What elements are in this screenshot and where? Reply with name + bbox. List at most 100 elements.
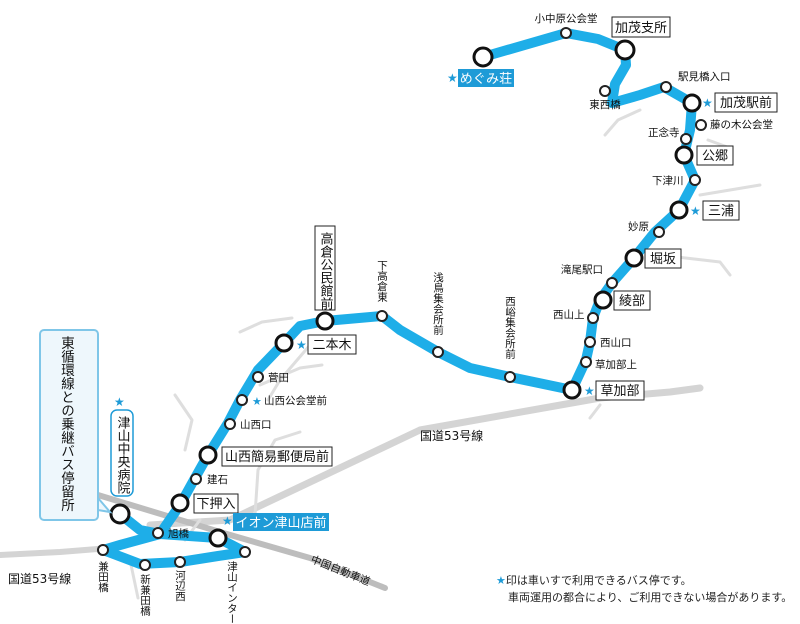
label-myobara: 妙原 [628,220,649,233]
star-sanzai-kokaido: ★ [252,395,262,408]
local-road [698,183,762,197]
label-box-kogo [696,145,734,166]
legend-star-icon: ★ [496,574,506,587]
stop-marker-megumiso [472,46,494,68]
stop-marker-ayabe [593,290,613,310]
expressway-road [72,485,388,591]
label-sanzai-kokaido: 山西公会堂前 [264,394,327,407]
label-fujinoki: 藤の木公会堂 [710,118,773,131]
legend-note-text1: 印は車いすで利用できるバス停です。 [505,574,692,587]
legend-note-text2: 車両運用の都合により、ご利用できない場合があります。 [508,591,793,604]
stop-marker-kusakabe [562,380,582,400]
label-tsuyama-ic: 津山インター [226,561,238,624]
stop-marker-kusakabe-ue [580,356,592,368]
label-shinkanedabashi: 新兼田橋 [139,573,151,617]
stop-marker-sanzai-kokaido [236,394,248,406]
stop-marker-shimooshiri [170,493,190,513]
star-aeon: ★ [222,514,233,528]
boxed-labels: 加茂支所 ★ めぐみ荘 ★ 加茂駅前 公郷 ★ 三浦 堀坂 綾部 ★ 草加部 高… [193,16,778,531]
label-shimotsugawa: 下津川 [652,175,684,187]
legend-note-line1: ★印は車いすで利用できるバス停です。 [496,572,692,588]
label-box-aeon [233,513,329,531]
label-horisaka: 堀坂 [650,252,676,267]
label-asahibashi: 旭橋 [168,527,189,540]
stop-marker-shonenji [680,133,692,145]
label-ayabe: 綾部 [619,293,645,309]
star-megumiso: ★ [447,71,458,85]
star-nihongi: ★ [296,338,307,352]
label-box-miura [702,200,740,221]
stop-labels: 小中原公会堂 駅見橋入口 東西橋 藤の木公会堂 正念寺 下津川 妙原 滝尾駅口 … [168,12,773,540]
road-label-route53-west: 国道53号線 [8,571,71,586]
star-miura: ★ [690,204,701,218]
stop-marker-kogo [674,145,694,165]
label-megumiso: めぐみ荘 [460,72,512,87]
label-konakahara: 小中原公会堂 [535,12,598,25]
stop-marker-ekimibashi [660,81,672,93]
stop-marker-asahibashi [152,527,164,539]
stop-marker-sanzai-yubin [198,445,218,465]
local-road [238,316,294,334]
label-box-ayabe [613,290,651,311]
stop-marker-nishiyamaue [587,312,599,324]
label-takieki: 滝尾駅口 [561,264,603,276]
star-kamo-ekimae: ★ [702,96,713,110]
star-kusakabe: ★ [584,384,595,398]
label-box-takakura [314,225,336,311]
stop-marker-takieki [606,277,618,289]
label-kawabe-nishi: 河辺西 [174,570,186,602]
stop-marker-seiyu [504,371,516,383]
callout-pointer [97,495,113,514]
vertical-labels: 下高倉東 浅鳥集会所前 西峪集会所前 兼田橋 新兼田橋 河辺西 津山インター [97,260,516,624]
stop-marker-asatori [432,346,444,358]
stop-marker-myobara [653,226,665,238]
major-stops [109,39,702,548]
stop-marker-sugata [252,371,264,383]
label-miura: 三浦 [708,204,734,219]
stop-marker-tateishi [190,473,202,485]
stop-marker-takakura [315,311,335,331]
stop-marker-kanedabashi [97,544,109,556]
stop-marker-kamo-ekimae [682,93,702,113]
road-label-expressway: 中国自動車道 [309,553,373,589]
label-kanedabashi: 兼田橋 [97,560,109,593]
local-road [603,108,642,137]
stop-marker-kawabe-nishi [174,556,186,568]
callout-box [39,329,99,521]
label-nihongi: 二本木 [312,338,351,353]
label-higashinishibashi: 東西橋 [589,98,621,111]
label-tateishi: 建石 [207,473,228,486]
label-nishiyamaue: 西山上 [553,309,585,321]
local-road [173,393,194,452]
label-sanzai-yubin: 山西簡易郵便局前 [225,449,329,465]
label-shimooshiri: 下押入 [196,497,235,512]
local-road [128,558,140,600]
stop-marker-nishiyamaguchi [584,336,596,348]
stop-marker-kamo-shisho [614,39,636,61]
stop-marker-sanzaiguchi [224,418,236,430]
local-road [588,403,602,420]
label-box-megumiso [458,69,514,87]
road-label-route53: 国道53号線 [420,428,483,443]
label-kusakabe-ue: 草加部上 [595,358,637,371]
label-box-kamo-ekimae [714,92,778,113]
label-box-horisaka [644,248,682,269]
stop-marker-shimotakakura [376,310,388,322]
label-tsuyama-chuo: 津山中央病院 [115,416,131,494]
label-box-sanzai-yubin [221,446,333,467]
stop-marker-shimotsugawa [689,174,701,186]
label-asatori: 浅鳥集会所前 [432,271,444,336]
legend-note-line2: 車両運用の都合により、ご利用できない場合があります。 [508,589,792,605]
label-box-shimooshiri [193,493,239,514]
label-kogo: 公郷 [702,149,728,164]
label-takakura: 高倉公民館前 [318,231,334,310]
label-kusakabe: 草加部 [600,384,639,399]
stop-marker-horisaka [624,248,644,268]
background-roads [0,108,762,600]
star-tsuyama-chuo: ★ [114,395,125,409]
stop-marker-nihongi [274,333,294,353]
stop-marker-shinkanedabashi [139,559,151,571]
label-box-tsuyama-chuo [110,409,134,497]
label-sanzaiguchi: 山西口 [240,419,272,431]
